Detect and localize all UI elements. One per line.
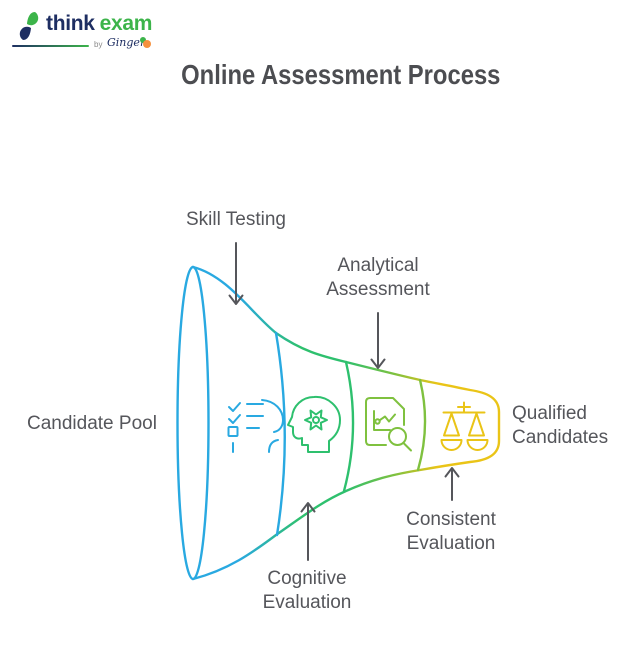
qualified-candidates-label: Qualified Candidates bbox=[512, 403, 609, 448]
cognitive-evaluation-arrow bbox=[300, 502, 316, 561]
brand-name-think: think bbox=[46, 12, 95, 35]
page-title: Online Assessment Process bbox=[181, 59, 501, 90]
logo-byline-prefix: by bbox=[94, 40, 103, 49]
funnel-mouth-ellipse bbox=[176, 265, 210, 581]
funnel-outline bbox=[191, 265, 501, 581]
brand-name-exam: exam bbox=[99, 12, 153, 35]
document-chart-magnifier-icon bbox=[365, 397, 412, 452]
cognitive-evaluation-label: Cognitive Evaluation bbox=[262, 568, 352, 613]
funnel-divider-1 bbox=[274, 331, 286, 537]
analytical-assessment-label: Analytical Assessment bbox=[326, 255, 430, 300]
consistent-evaluation-arrow bbox=[444, 467, 460, 501]
funnel-divider-3 bbox=[416, 378, 427, 472]
candidate-pool-label: Candidate Pool bbox=[27, 413, 157, 434]
skill-testing-arrow bbox=[228, 242, 244, 305]
logo-byline-name: Ginger bbox=[107, 36, 146, 49]
page-title-wrap: Online Assessment Process bbox=[41, 59, 641, 91]
ginger-dot-icon bbox=[140, 37, 152, 49]
skill-testing-label: Skill Testing bbox=[186, 209, 286, 230]
thinkexam-logo-icon bbox=[19, 12, 39, 40]
analytical-assessment-arrow bbox=[370, 312, 386, 369]
head-gear-icon bbox=[287, 395, 341, 453]
balance-scales-icon bbox=[440, 401, 489, 451]
logo-divider-line bbox=[12, 45, 89, 47]
funnel-divider-2 bbox=[342, 360, 355, 493]
checklist-profile-icon bbox=[227, 399, 284, 453]
consistent-evaluation-label: Consistent Evaluation bbox=[406, 509, 496, 554]
